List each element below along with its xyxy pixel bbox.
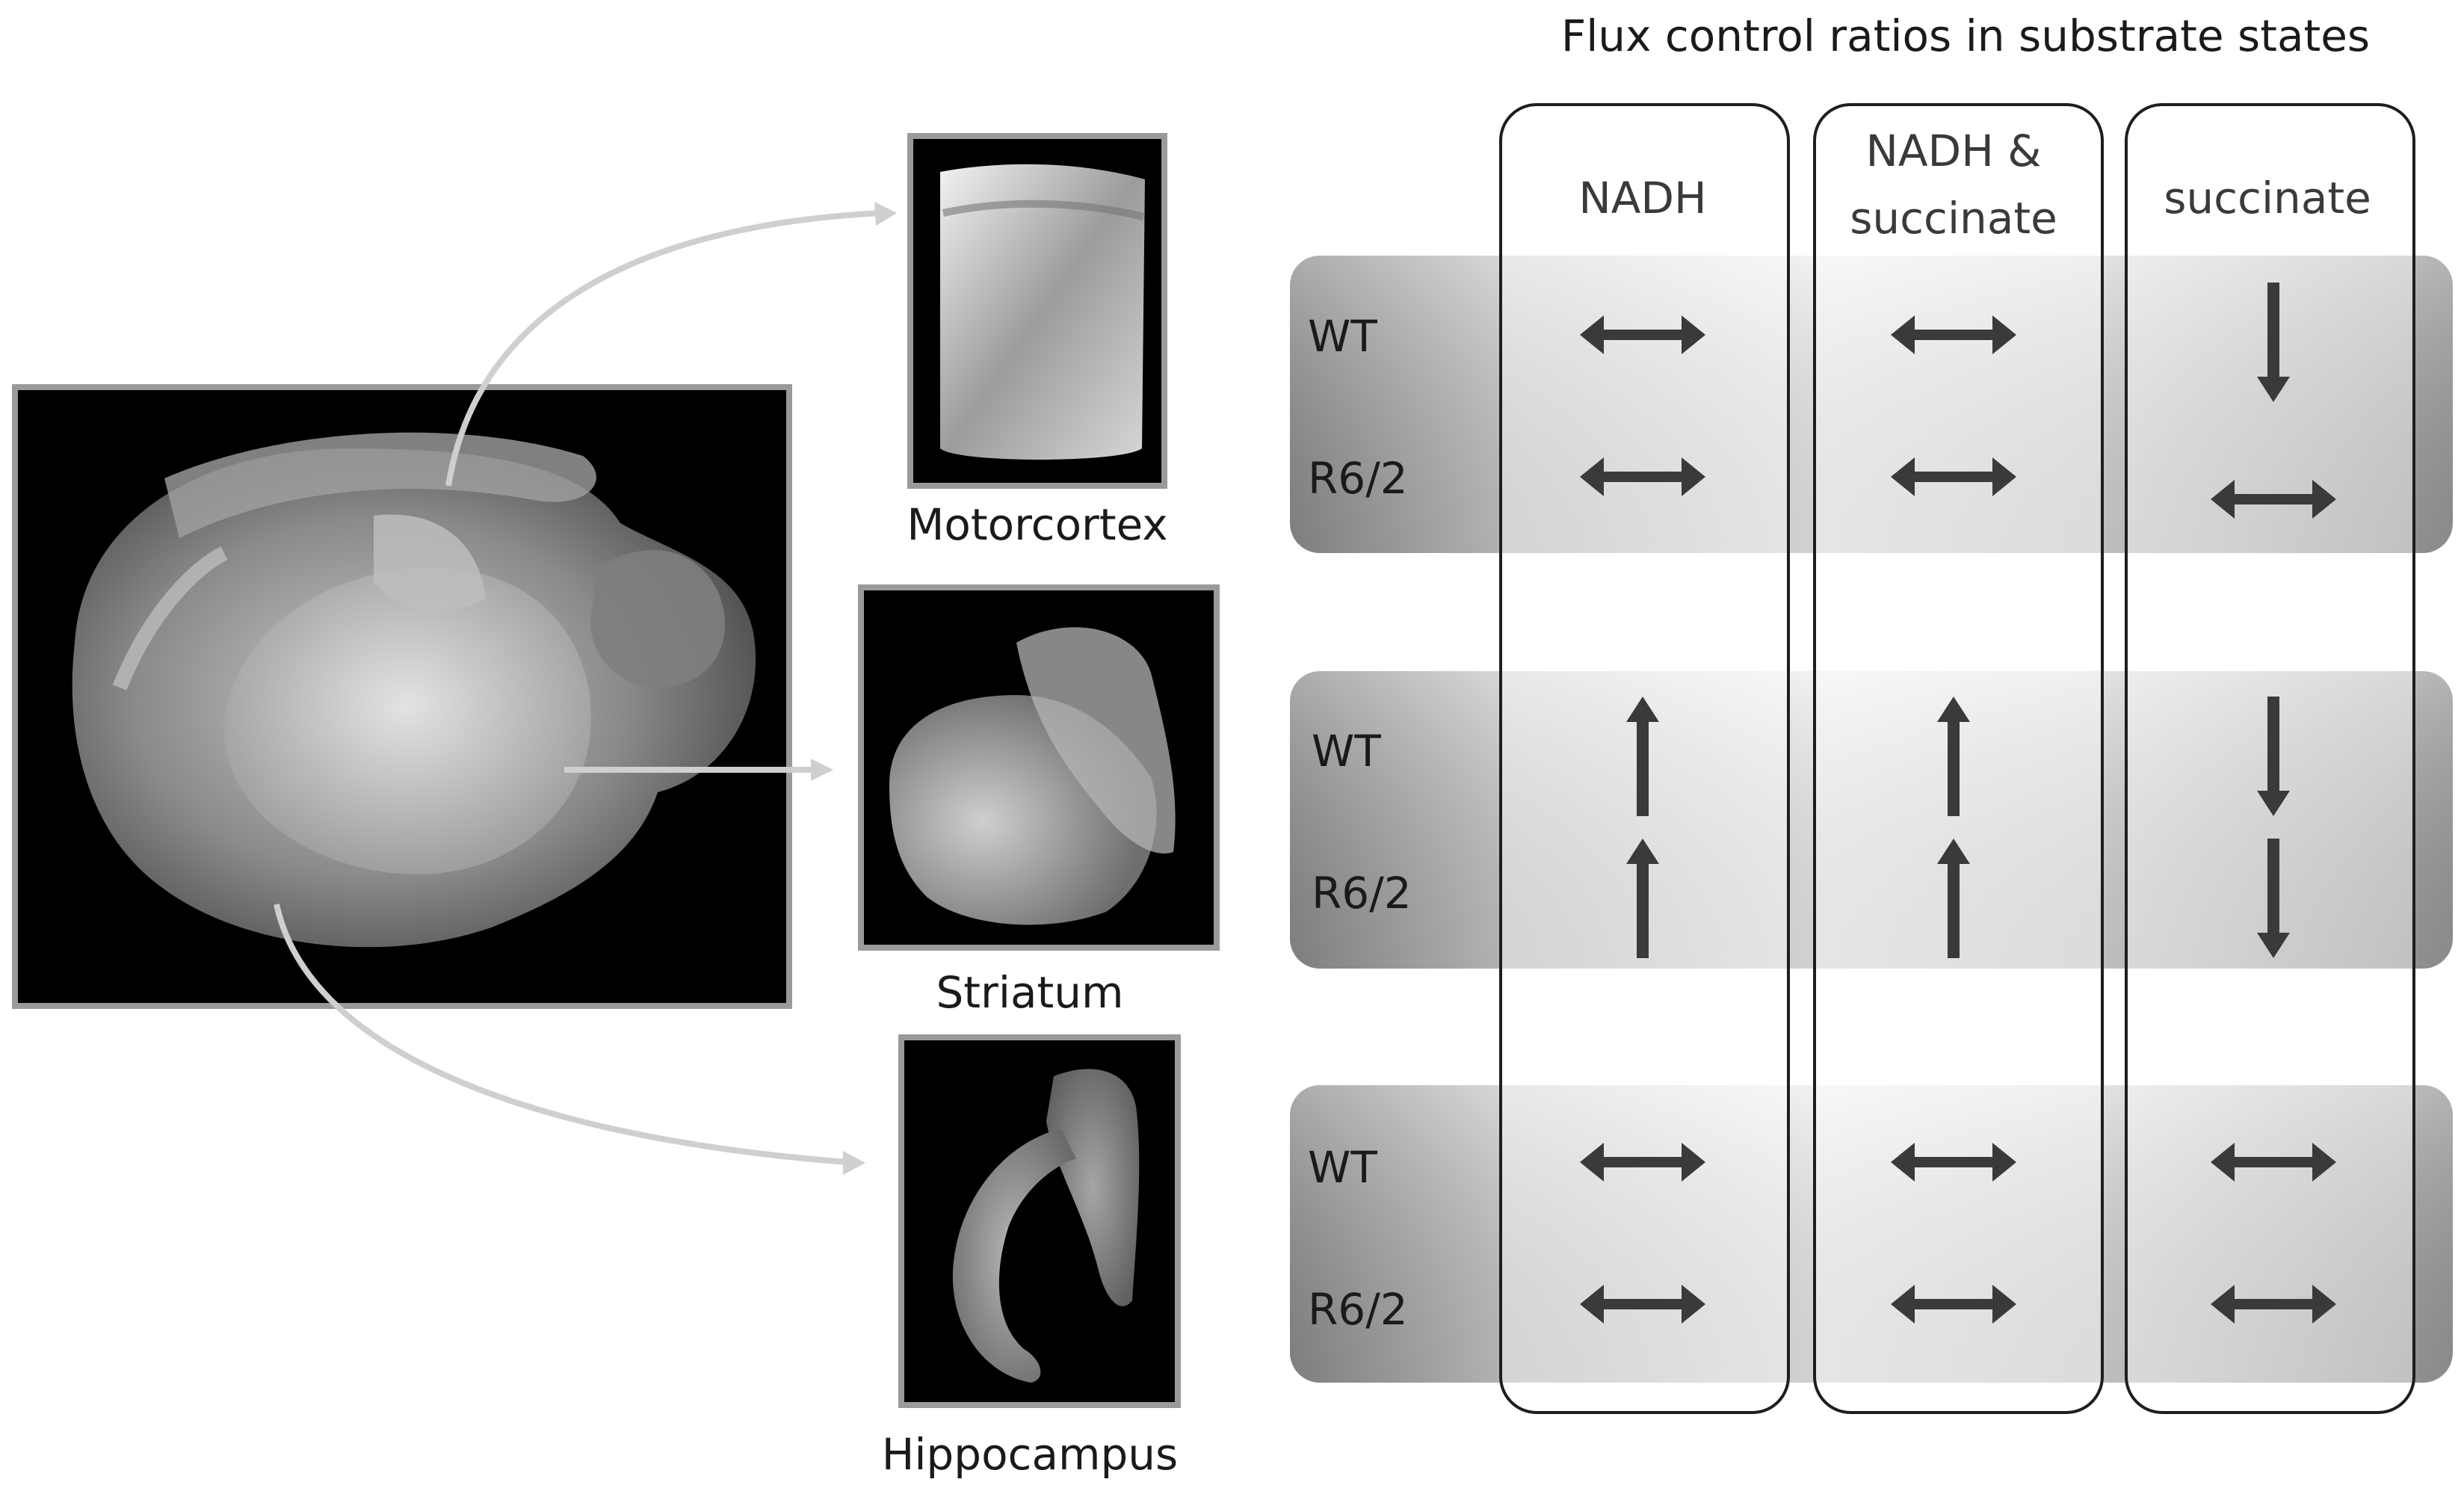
- flux-arrow-both: [1580, 457, 1705, 496]
- flux-arrow-both: [1891, 457, 2016, 496]
- striatum-image: [858, 584, 1220, 951]
- flux-arrow-both: [1891, 1285, 2016, 1324]
- column-header-succinate: succinate: [2164, 173, 2371, 223]
- connector-arrows: [274, 210, 883, 1165]
- flux-arrow-down: [2257, 283, 2290, 402]
- region-band-shade: [1290, 1085, 2453, 1383]
- flux-arrow-both: [1580, 315, 1705, 354]
- column-header-nadh-succinate-line1: NADH &: [1865, 126, 2041, 176]
- region-label-hippocampus: Hippocampus: [882, 1429, 1179, 1480]
- row-label: WT: [1312, 726, 1381, 777]
- flux-arrow-up: [1626, 697, 1659, 816]
- connector-arrowheads: [811, 202, 897, 1175]
- column-header-nadh-succinate-line2: succinate: [1850, 193, 2057, 244]
- row-labels: WT R6/2 WT R6/2 WT R6/2: [1308, 311, 1412, 1335]
- row-label: R6/2: [1308, 1284, 1408, 1335]
- row-label: WT: [1308, 311, 1377, 362]
- brain-images: Motorcortex Striatum Hippocampus: [12, 133, 1220, 1480]
- flux-arrow-both: [2211, 1143, 2336, 1182]
- flux-arrow-both: [2211, 480, 2336, 519]
- region-band-shade: [1290, 256, 2453, 553]
- whole-brain-image: [12, 384, 792, 1009]
- row-label: R6/2: [1312, 868, 1412, 919]
- hippocampus-image: [898, 1034, 1181, 1408]
- flux-arrow-both: [1891, 1143, 2016, 1182]
- flux-arrow-down: [2257, 839, 2290, 958]
- region-band-shade: [1290, 671, 2453, 969]
- row-label: R6/2: [1308, 453, 1408, 504]
- flux-arrow-up: [1937, 839, 1970, 958]
- flux-arrow-both: [1580, 1143, 1705, 1182]
- flux-arrows: [1580, 283, 2336, 1324]
- flux-arrow-up: [1937, 697, 1970, 816]
- flux-arrow-both: [1891, 315, 2016, 354]
- region-label-motorcortex: Motorcortex: [907, 499, 1167, 550]
- figure-title: Flux control ratios in substrate states: [1561, 10, 2370, 61]
- flux-arrow-down: [2257, 697, 2290, 816]
- motorcortex-image: [907, 133, 1167, 489]
- region-bands: [1290, 256, 2453, 1383]
- region-label-striatum: Striatum: [936, 967, 1123, 1018]
- column-header-nadh: NADH: [1578, 173, 1706, 223]
- flux-arrow-both: [2211, 1285, 2336, 1324]
- flux-arrow-up: [1626, 839, 1659, 958]
- flux-arrow-both: [1580, 1285, 1705, 1324]
- column-headers: NADH NADH & succinate succinate: [1578, 126, 2371, 244]
- row-label: WT: [1308, 1142, 1377, 1193]
